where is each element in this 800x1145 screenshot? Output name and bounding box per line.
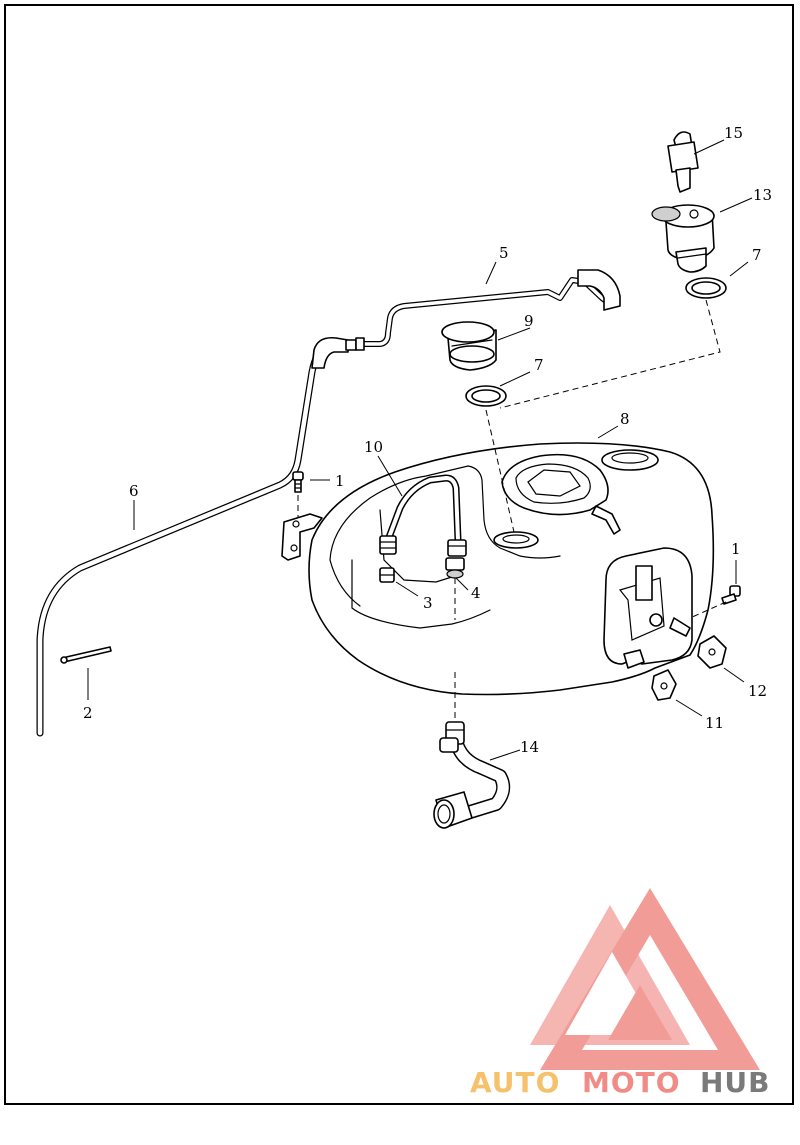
part-7-gasket-right [685, 277, 727, 299]
part-2-cable-tie [60, 646, 112, 664]
callout-7-right: 7 [752, 246, 762, 264]
part-7-gasket-left [465, 385, 507, 407]
part-14-fuel-hose [433, 721, 511, 829]
part-12-rear-bracket [697, 635, 727, 669]
callout-13: 13 [753, 186, 772, 204]
callout-15: 15 [724, 124, 743, 142]
part-13-fuel-cap [651, 204, 715, 273]
callout-6: 6 [129, 482, 139, 500]
part-9-plug-cap [441, 321, 497, 371]
callout-9: 9 [524, 312, 534, 330]
diagram-frame [4, 4, 794, 1105]
callout-7-left: 7 [534, 356, 544, 374]
part-3-fitting [379, 567, 395, 583]
callout-11: 11 [705, 714, 724, 732]
callout-1-right: 1 [731, 540, 741, 558]
callout-14: 14 [520, 738, 539, 756]
part-15-key [667, 131, 699, 193]
watermark-moto: MOTO [582, 1066, 681, 1099]
watermark-text: AUTO MOTO HUB [470, 1066, 771, 1099]
part-11-rear-bracket [651, 669, 677, 701]
part-10-crossover-line [379, 474, 467, 557]
callout-1-left: 1 [335, 472, 345, 490]
part-8-fuel-tank [308, 442, 715, 696]
watermark-logo [530, 888, 760, 1070]
callout-2: 2 [83, 704, 93, 722]
part-4-petcock-fitting [445, 557, 465, 579]
callout-10: 10 [364, 438, 383, 456]
watermark-hub: HUB [700, 1066, 771, 1099]
part-1-screw-right [721, 585, 741, 605]
callout-8: 8 [620, 410, 630, 428]
watermark-auto: AUTO [470, 1066, 560, 1099]
part-1-screw-left [292, 471, 304, 493]
callout-5: 5 [499, 244, 509, 262]
callout-12: 12 [748, 682, 767, 700]
front-mount-bracket [281, 513, 323, 561]
part-6-vent-hose [36, 336, 357, 737]
part-5-vent-line [355, 269, 621, 351]
leader-lines [87, 139, 753, 761]
callout-labels: 1 1 2 3 4 5 6 7 7 8 9 10 11 12 13 14 15 [83, 124, 772, 756]
callout-4: 4 [471, 584, 481, 602]
callout-3: 3 [423, 594, 433, 612]
